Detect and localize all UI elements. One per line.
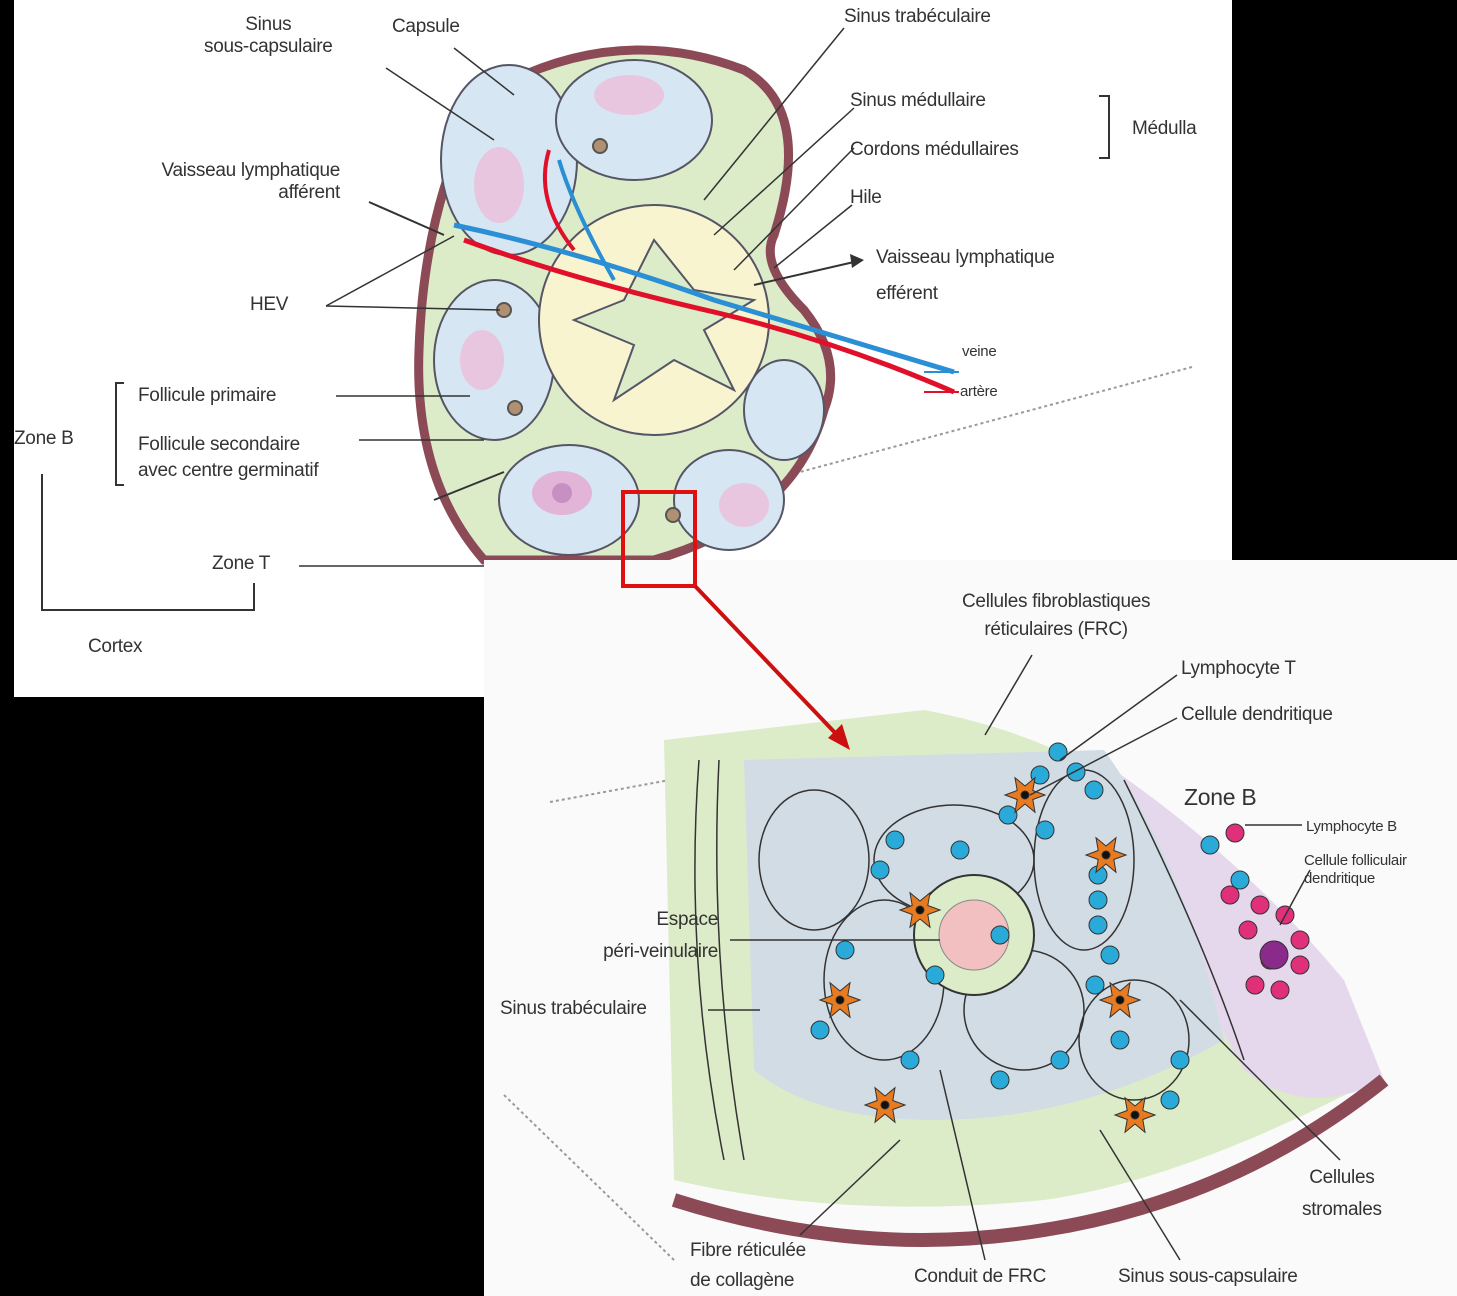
dendritic-cell-nucleus [881,1101,889,1109]
dendritic-cell-nucleus [1116,996,1124,1004]
b-lymphocyte [1226,824,1244,842]
t-lymphocyte [871,861,889,879]
dendritic-cell-nucleus [836,996,844,1004]
b-lymphocyte [1239,921,1257,939]
b-lymphocyte [1291,931,1309,949]
t-lymphocyte [1201,836,1219,854]
t-lymphocyte [836,941,854,959]
zoom-arrow [695,586,840,738]
cells-layer [811,743,1309,1132]
t-lymphocyte [1111,1031,1129,1049]
t-lymphocyte [1089,916,1107,934]
dendritic-cell-nucleus [916,906,924,914]
t-lymphocyte [991,1071,1009,1089]
t-lymphocyte [926,966,944,984]
t-lymphocyte [1085,781,1103,799]
b-lymphocyte [1246,976,1264,994]
t-lymphocyte [1101,946,1119,964]
dendritic-cell-nucleus [1131,1111,1139,1119]
t-lymphocyte [886,831,904,849]
t-lymphocyte [1086,976,1104,994]
b-lymphocyte [1221,886,1239,904]
dendritic-cell-nucleus [1021,791,1029,799]
b-lymphocyte [1271,981,1289,999]
b-lymphocyte [1251,896,1269,914]
t-lymphocyte [1036,821,1054,839]
t-lymphocyte [1089,891,1107,909]
t-lymphocyte [1171,1051,1189,1069]
t-lymphocyte [811,1021,829,1039]
t-lymphocyte [901,1051,919,1069]
t-lymphocyte [951,841,969,859]
t-lymphocyte [1067,763,1085,781]
t-lymphocyte [1049,743,1067,761]
b-lymphocyte [1291,956,1309,974]
t-lymphocyte [999,806,1017,824]
follicular-dendritic-cell [1260,941,1288,969]
dendritic-cell-nucleus [1102,851,1110,859]
bottom-leader-lines [708,655,1340,1260]
t-lymphocyte [1161,1091,1179,1109]
t-lymphocyte [991,926,1009,944]
t-lymphocyte [1051,1051,1069,1069]
zoom-highlight-box [623,492,695,586]
